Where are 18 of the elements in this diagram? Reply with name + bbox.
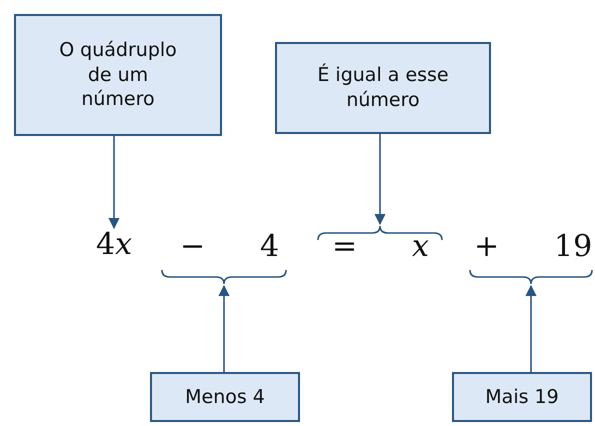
math-term: 4 [260, 232, 280, 262]
callout-box: O quádruplo de um número [14, 14, 222, 136]
arrow [108, 136, 120, 230]
arrow [374, 134, 386, 226]
callout-box: Mais 19 [452, 372, 592, 422]
arrow [218, 284, 230, 372]
math-term: 4x [96, 230, 132, 260]
arrow [525, 284, 537, 372]
plus-sign: + [474, 232, 500, 262]
equals-sign: = [332, 232, 358, 262]
curly-brace [470, 270, 592, 284]
callout-box: É igual a esse número [275, 42, 491, 134]
callout-box: Menos 4 [150, 372, 300, 422]
math-term: 19 [554, 232, 592, 262]
math-term: x [412, 232, 429, 262]
curly-brace [318, 226, 442, 240]
curly-brace [162, 270, 286, 284]
minus-sign: − [180, 232, 206, 262]
